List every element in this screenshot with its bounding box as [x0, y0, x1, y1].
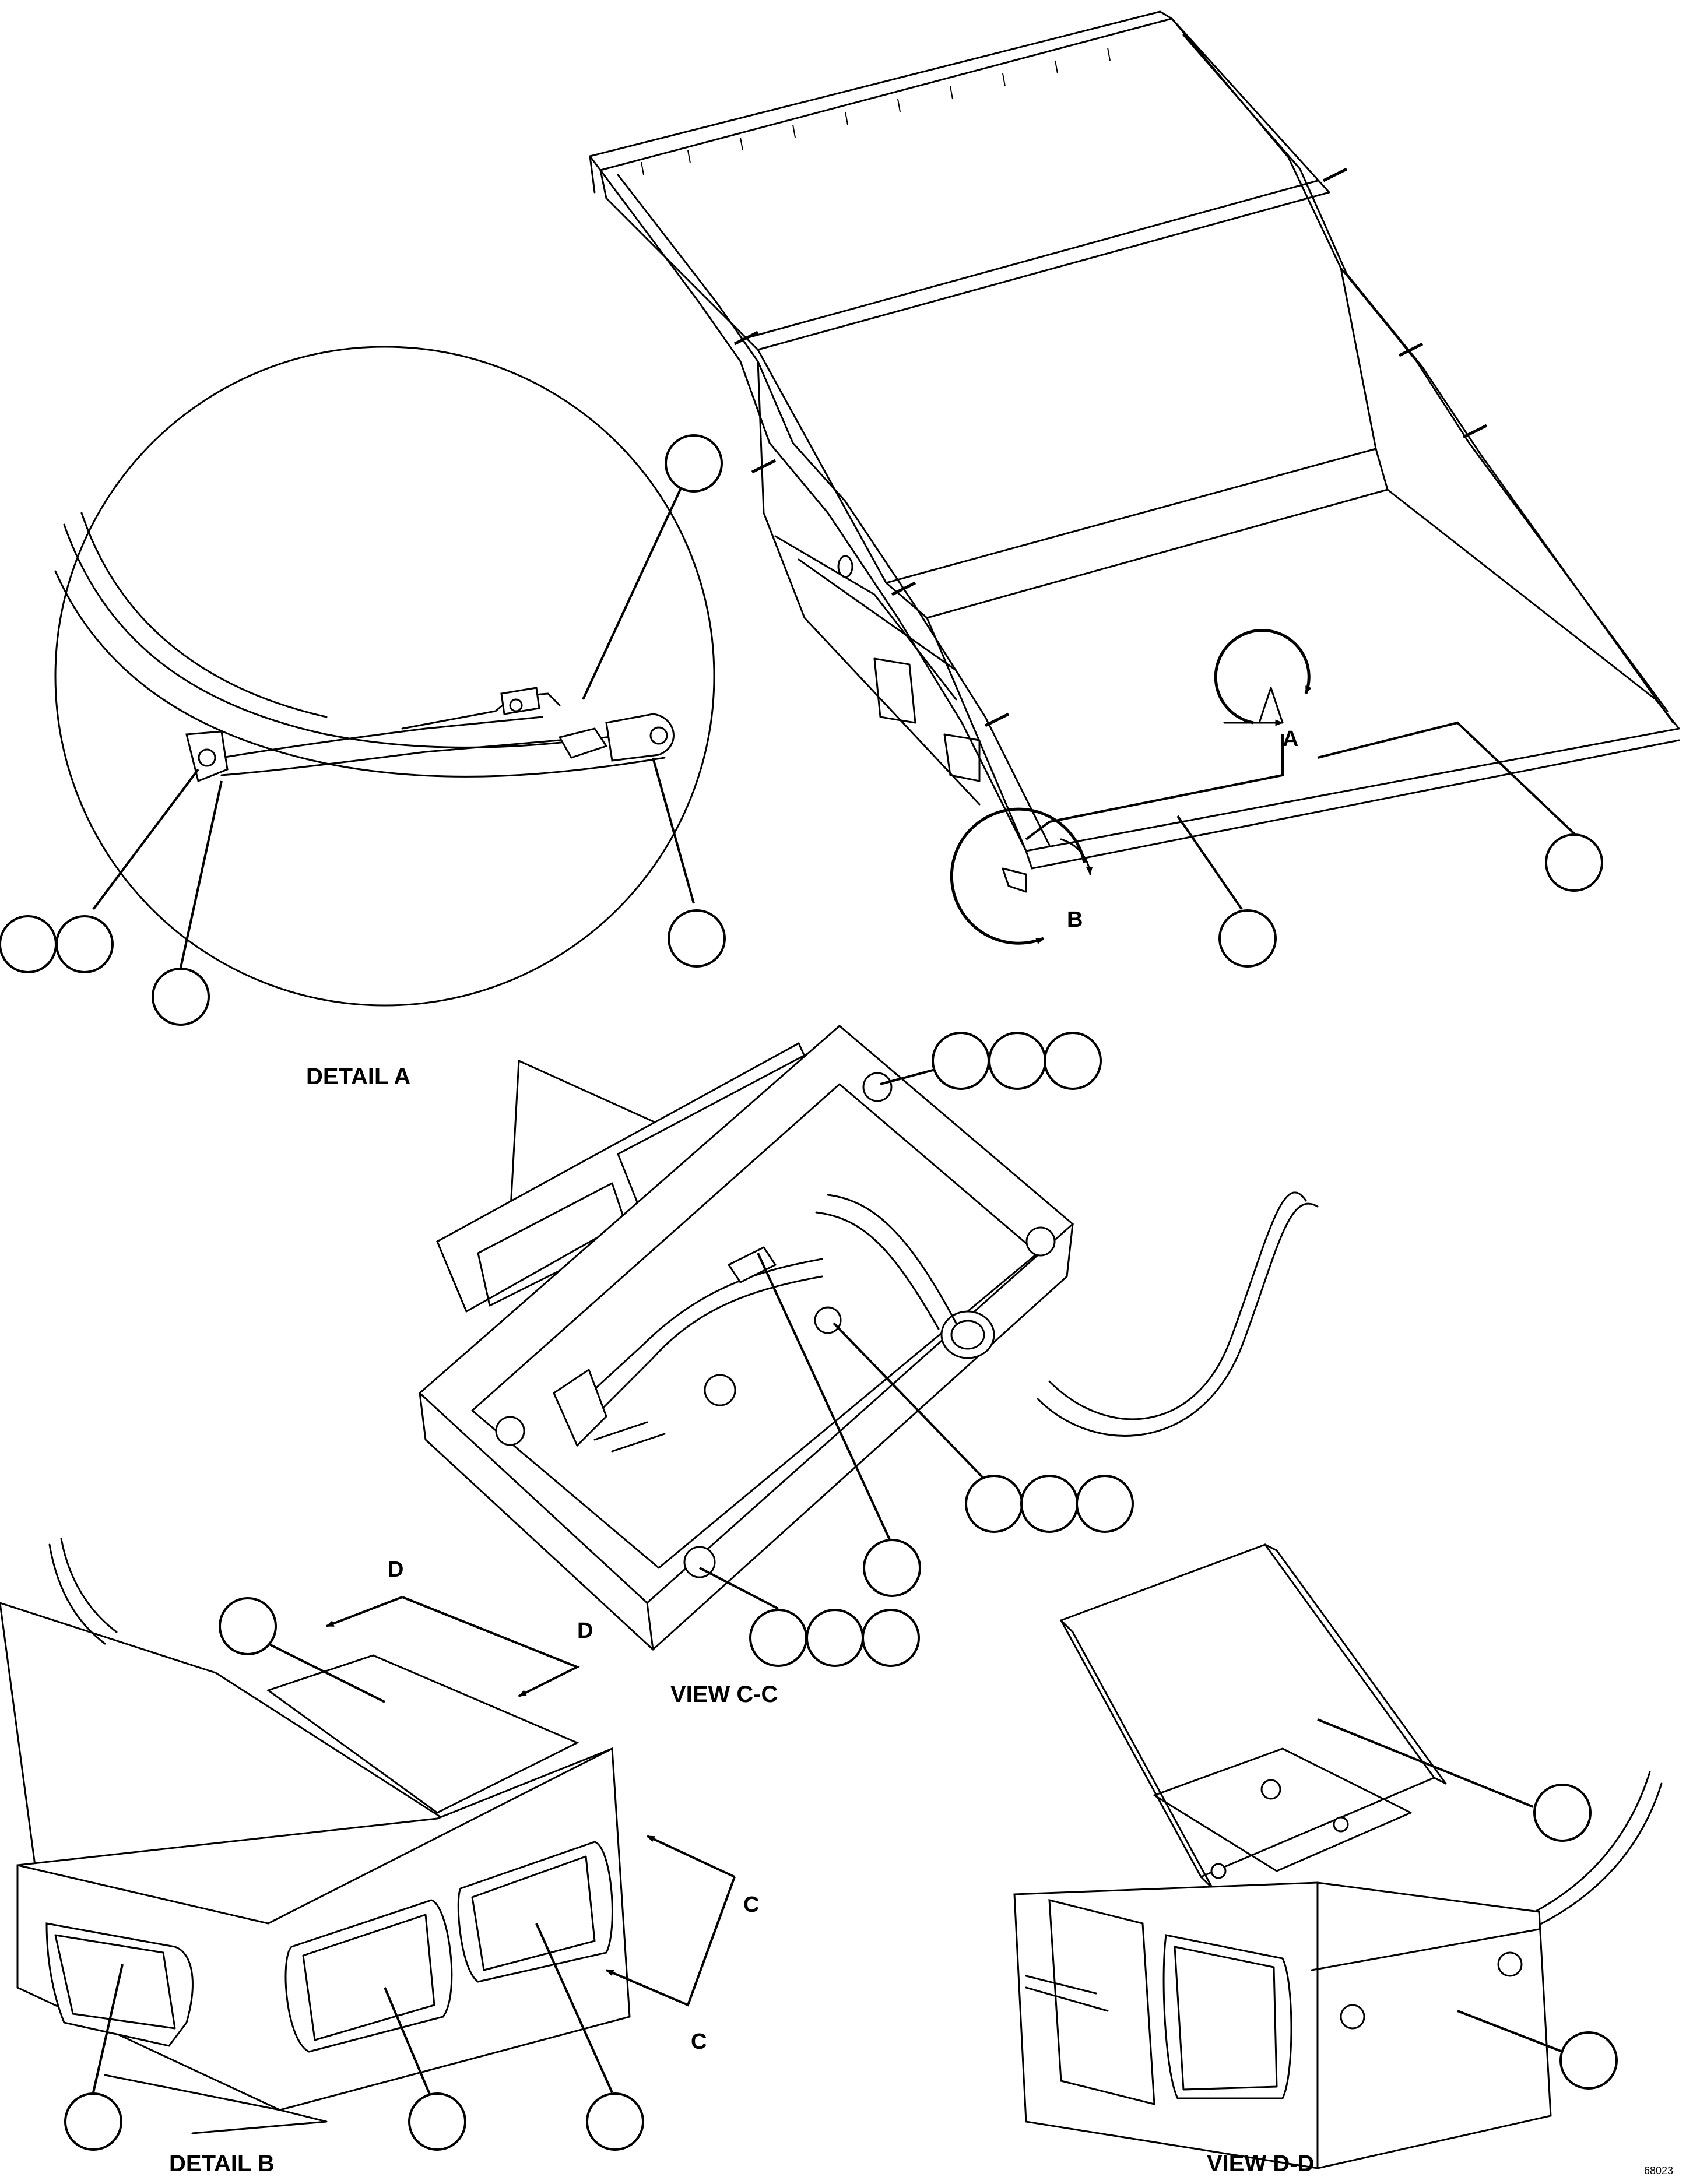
callout-balloon	[586, 2092, 644, 2151]
callout-balloon	[64, 2092, 122, 2151]
detail-a: DETAIL A	[0, 346, 726, 1089]
callout-balloon	[665, 434, 723, 493]
bolt-icon	[1333, 1816, 1349, 1833]
bolt-icon	[704, 1374, 736, 1406]
callout-balloon	[1076, 1475, 1134, 1533]
section-d-right-label: D	[577, 1619, 593, 1643]
bolt-icon	[1025, 1226, 1056, 1257]
view-c-c-caption: VIEW C-C	[670, 1682, 778, 1707]
callout-balloon	[806, 1609, 864, 1667]
bolt-icon	[814, 1306, 842, 1334]
bolt-icon	[1340, 2004, 1365, 2030]
bolt-icon	[495, 1416, 525, 1446]
callout-balloon	[1044, 1032, 1102, 1090]
main-assembly: A B	[589, 10, 1680, 968]
callout-balloon	[1533, 1784, 1592, 1842]
callout-balloon	[0, 915, 57, 973]
section-c-top-label: C	[743, 1893, 759, 1917]
callout-balloon	[862, 1609, 920, 1667]
section-d-left-label: D	[388, 1557, 403, 1582]
callout-balloon	[965, 1475, 1023, 1533]
section-b-label: B	[1067, 908, 1083, 932]
detail-b-caption: DETAIL B	[169, 2151, 275, 2176]
view-d-d-caption: VIEW D-D	[1207, 2151, 1314, 2176]
callout-balloon	[408, 2092, 466, 2151]
callout-balloon	[55, 915, 114, 973]
section-c-bottom-label: C	[691, 2030, 707, 2054]
bolt-icon	[1260, 1779, 1281, 1800]
detail-b: D D C C DETAIL B	[0, 1538, 759, 2176]
callout-balloon	[668, 909, 726, 968]
callout-balloon	[988, 1032, 1046, 1090]
bolt-icon	[1497, 1951, 1523, 1977]
callout-balloon	[1020, 1475, 1079, 1533]
section-a-label: A	[1283, 727, 1298, 751]
detail-a-caption: DETAIL A	[306, 1064, 410, 1089]
view-d-d: VIEW D-D	[1013, 1543, 1663, 2176]
callout-balloon	[1218, 909, 1277, 968]
callout-balloon	[749, 1609, 807, 1667]
callout-balloon	[219, 1597, 277, 1655]
callout-balloon	[863, 1539, 921, 1597]
bolt-icon	[1210, 1863, 1227, 1879]
callout-balloon	[152, 968, 210, 1026]
bolt-icon	[862, 1072, 893, 1102]
view-c-c: VIEW C-C	[418, 1025, 1319, 1707]
figure-id: 68023	[1644, 2165, 1673, 2176]
bolt-icon	[683, 1546, 716, 1578]
callout-balloon	[932, 1032, 990, 1090]
callout-balloon	[1545, 833, 1603, 892]
callout-balloon	[1559, 2031, 1618, 2090]
